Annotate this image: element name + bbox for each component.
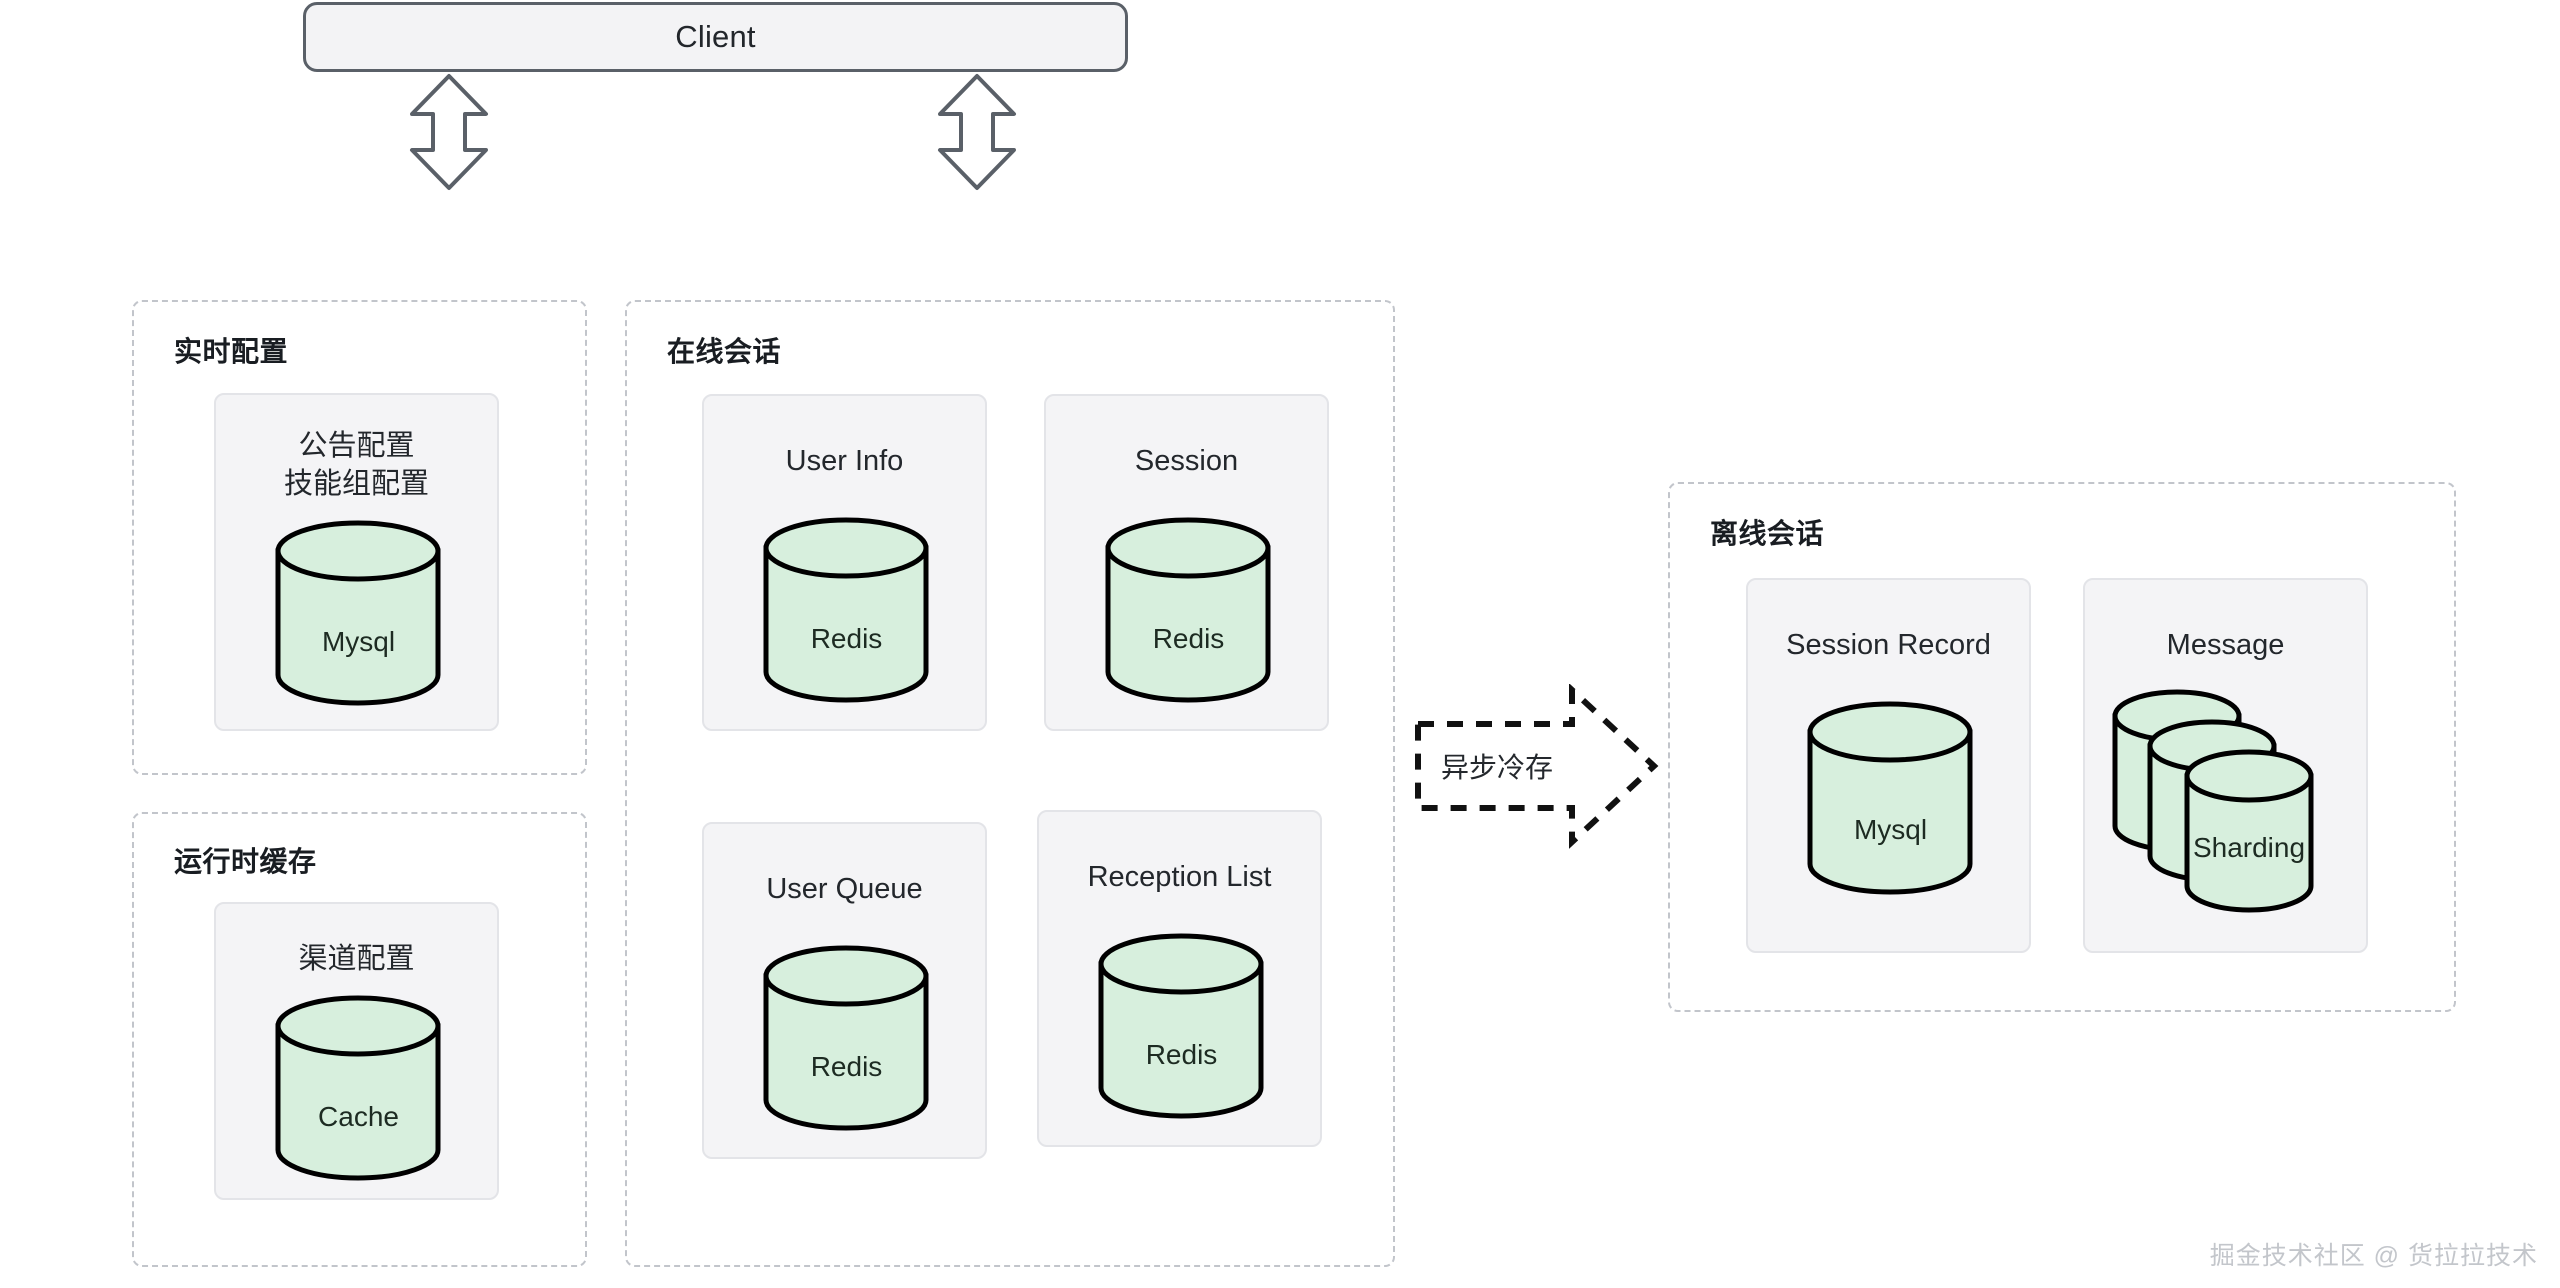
card-title-message: Message bbox=[2166, 629, 2285, 661]
database-cylinder-cache: Cache bbox=[266, 995, 451, 1181]
card-title-user-queue: User Queue bbox=[766, 873, 923, 905]
database-cylinder-mysql: Mysql bbox=[266, 520, 451, 706]
card-session[interactable]: Session Redis bbox=[1044, 394, 1329, 731]
database-cylinder-mysql-session-record: Mysql bbox=[1798, 701, 1983, 902]
group-offline-session: 离线会话 Session Record Mysql Message bbox=[1668, 482, 2456, 1012]
group-realtime-config: 实时配置 公告配置 技能组配置 Mysql bbox=[132, 300, 587, 775]
database-cylinder-redis-user-info: Redis bbox=[754, 517, 939, 703]
client-label: Client bbox=[675, 19, 756, 54]
database-cylinder-redis-user-queue: Redis bbox=[754, 945, 939, 1131]
group-runtime-cache: 运行时缓存 渠道配置 Cache bbox=[132, 812, 587, 1267]
group-title-runtime-cache: 运行时缓存 bbox=[174, 846, 317, 877]
card-title-channel-config: 渠道配置 bbox=[298, 943, 415, 975]
group-online-session: 在线会话 User Info Redis Session Redis bbox=[625, 300, 1395, 1267]
card-message[interactable]: Message Sharding bbox=[2083, 578, 2368, 953]
database-cylinder-redis-session: Redis bbox=[1096, 517, 1281, 703]
connector-async-cold-storage: 异步冷存 bbox=[1412, 684, 1662, 849]
connector-client-to-realtime-config bbox=[404, 72, 494, 192]
card-user-info[interactable]: User Info Redis bbox=[702, 394, 987, 731]
card-reception-list[interactable]: Reception List Redis bbox=[1037, 810, 1322, 1147]
card-title-user-info: User Info bbox=[785, 445, 904, 477]
card-title-announcement-config: 公告配置 技能组配置 bbox=[283, 430, 429, 501]
group-title-offline-session: 离线会话 bbox=[1710, 518, 1825, 549]
group-title-online-session: 在线会话 bbox=[667, 336, 782, 367]
database-cylinder-sharding-stack: Sharding bbox=[2105, 684, 2365, 914]
card-title-reception-list: Reception List bbox=[1087, 861, 1272, 893]
card-title-session-record: Session Record bbox=[1786, 629, 1991, 661]
card-user-queue[interactable]: User Queue Redis bbox=[702, 822, 987, 1159]
card-announcement-config[interactable]: 公告配置 技能组配置 Mysql bbox=[214, 393, 499, 731]
watermark: 掘金技术社区 @ 货拉拉技术 bbox=[2209, 1242, 2538, 1270]
connector-label-async-cold-storage: 异步冷存 bbox=[1440, 752, 1553, 783]
card-channel-config[interactable]: 渠道配置 Cache bbox=[214, 902, 499, 1200]
card-session-record[interactable]: Session Record Mysql bbox=[1746, 578, 2031, 953]
client-box[interactable]: Client bbox=[303, 2, 1128, 72]
card-title-session: Session bbox=[1134, 445, 1239, 477]
group-title-realtime-config: 实时配置 bbox=[174, 336, 289, 367]
database-cylinder-redis-reception-list: Redis bbox=[1089, 933, 1274, 1119]
connector-client-to-online-session bbox=[932, 72, 1022, 192]
